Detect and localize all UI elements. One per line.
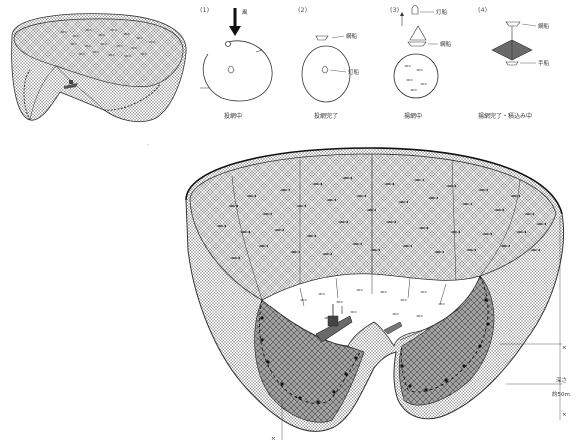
edge-mark-2: × xyxy=(562,412,567,418)
step-4-caption: 揚網完了・積込み中 xyxy=(478,112,532,120)
step-1: (1) 風 投網中 xyxy=(200,6,272,120)
step-4-number: (4) xyxy=(478,6,487,14)
step-1-wind-label: 風 xyxy=(242,9,248,16)
step-1-caption: 投網中 xyxy=(224,112,242,120)
main-net: × 深さ 約50m × × xyxy=(186,148,570,442)
step-4: (4) 網船 手船 揚網完了・積込み中 xyxy=(478,6,550,120)
step-3-net-boat-label: 網船 xyxy=(440,40,452,48)
wind-arrow-icon xyxy=(229,8,241,36)
step-4-net-boat-label: 網船 xyxy=(538,22,550,30)
step-2-number: (2) xyxy=(298,6,307,14)
step-2-caption: 投網完了 xyxy=(314,112,338,120)
step-4-net-boat-icon xyxy=(506,22,520,26)
step-2: (2) 網船 灯船 投網完了 xyxy=(298,6,360,120)
step-1-marker-buoy xyxy=(226,42,231,47)
step-3-net-boat-icon xyxy=(408,42,426,46)
step-3-arrow-icon xyxy=(400,12,404,26)
step-1-number: (1) xyxy=(200,6,209,14)
step-3-number: (3) xyxy=(390,6,399,14)
overview-net xyxy=(12,14,186,122)
step-4-hand-boat-icon xyxy=(506,62,518,65)
step-3-light-boat-icon xyxy=(412,6,418,15)
step-3: (3) 灯船 網船 揚網中 xyxy=(390,6,452,121)
depth-value-label: 約50m xyxy=(552,390,570,398)
step-2-net-boat-label: 網船 xyxy=(346,32,358,40)
depth-label: 深さ xyxy=(556,376,567,384)
edge-mark-1: × xyxy=(562,345,567,351)
step-2-light-boat-icon xyxy=(322,66,328,73)
step-3-caption: 揚網中 xyxy=(404,112,422,120)
step-3-light-boat-label: 灯船 xyxy=(436,8,448,16)
step-4-hand-boat-label: 手船 xyxy=(538,59,550,67)
step-3-fish-dots xyxy=(404,65,426,91)
stray-mark: · xyxy=(147,142,149,148)
step-1-boat-icon xyxy=(228,66,234,73)
step-2-light-boat-label: 灯船 xyxy=(348,68,360,76)
edge-mark-3: × xyxy=(271,436,276,442)
step-2-net-boat-icon xyxy=(316,36,328,40)
